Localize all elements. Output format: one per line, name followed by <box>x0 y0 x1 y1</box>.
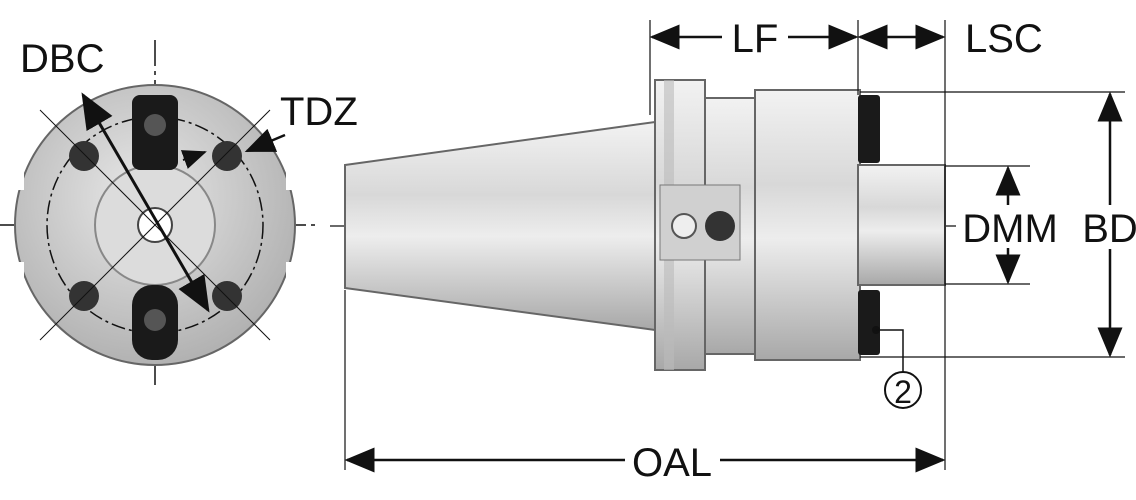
item-balloon <box>884 371 922 409</box>
dbc-label: DBC <box>20 37 104 81</box>
shank <box>857 164 946 286</box>
bd-label-bg <box>1080 205 1136 249</box>
slot-right-bottom <box>286 262 300 297</box>
dmm-label: DMM <box>962 207 1058 251</box>
item-2-label: 2 <box>894 374 912 410</box>
screw-bottom-icon <box>144 309 166 331</box>
bd-label: BD <box>1082 207 1136 251</box>
item-leader <box>876 329 904 372</box>
dbc-dimension-arrow <box>81 92 210 313</box>
tdz-arrow-left <box>180 150 207 169</box>
lf-label: LF <box>732 17 779 61</box>
body <box>754 89 861 361</box>
slot-left-top <box>10 155 24 190</box>
tdz-label: TDZ <box>280 90 358 134</box>
end-view: DBC TDZ <box>0 37 358 385</box>
clamp-block-top <box>858 95 880 163</box>
oal-label: OAL <box>632 441 712 485</box>
slot-left-bottom <box>10 262 24 297</box>
side-lock-boss <box>659 184 741 261</box>
tdz-arrow-right <box>244 128 286 153</box>
side-hole-1 <box>671 213 697 239</box>
screw-top-icon <box>144 114 166 136</box>
dmm-label-bg <box>958 207 1060 247</box>
slot-right-top <box>286 155 300 190</box>
bolt-hole-4 <box>212 281 242 311</box>
taper <box>344 120 656 332</box>
bolt-hole-2 <box>212 141 242 171</box>
side-hole-2 <box>705 211 735 241</box>
bolt-hole-1 <box>69 141 99 171</box>
side-view: 2 LF LSC BD DMM OAL <box>330 17 1136 485</box>
clamp-block-bottom <box>858 290 880 355</box>
lsc-label: LSC <box>965 17 1043 61</box>
